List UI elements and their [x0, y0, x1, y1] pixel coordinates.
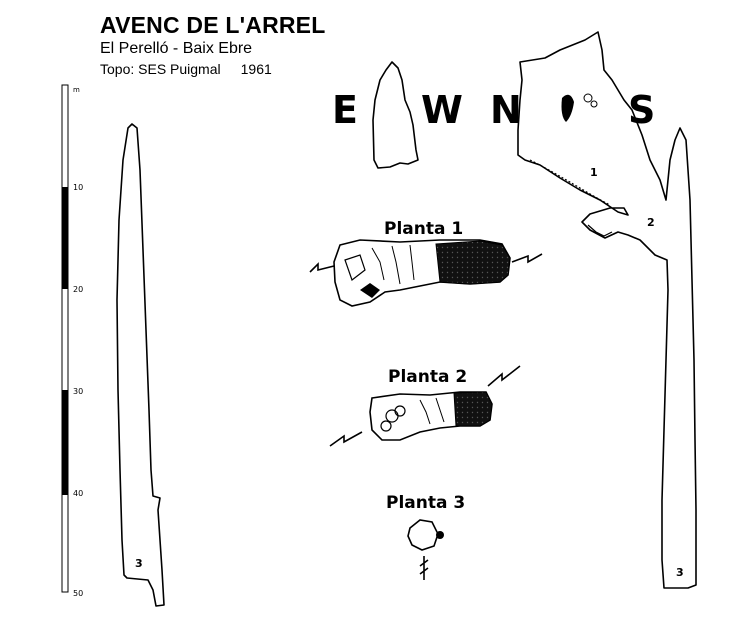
cave-location: El Perelló - Baix Ebre [100, 40, 253, 57]
survey-team: Topo: SES Puigmal [100, 61, 221, 77]
east-rock-1 [583, 93, 593, 103]
plan-1: Planta 1 [309, 219, 543, 307]
west-mark-3: 3 [135, 557, 143, 570]
east-mark-3: 3 [676, 566, 684, 579]
scale-tick-10: 10 [73, 183, 83, 192]
plan-2-axis-west [329, 431, 363, 447]
plan-2-slope-lines [419, 397, 445, 425]
scale-tick-50: 50 [73, 589, 83, 598]
east-section-outline [517, 31, 697, 589]
plan-2-rock-3 [380, 420, 392, 432]
east-section-slope [529, 159, 611, 206]
plan-2-label: Planta 2 [388, 367, 467, 387]
plan-3-outline [407, 519, 439, 551]
scale-tick-40: 40 [73, 489, 83, 498]
scale-tick-20: 20 [73, 285, 83, 294]
plan-1-dark-block [360, 283, 380, 298]
survey-credit: Topo: SES Puigmal 1961 [100, 61, 272, 77]
cave-title: AVENC DE L'ARREL [100, 12, 326, 38]
scale-segment-dark-2 [62, 390, 68, 495]
section-entrance-ew [372, 61, 419, 169]
scale-segment-dark-1 [62, 187, 68, 289]
plan-2-axis-east [487, 365, 521, 387]
scale-frame [61, 84, 69, 593]
orientation-e: E [332, 88, 358, 132]
plan-1-axis-east [511, 253, 543, 264]
east-mark-2: 2 [647, 216, 655, 229]
plan-1-shaded-zone [435, 240, 511, 285]
section-east: 1 2 3 [517, 31, 697, 589]
section-west: 3 [116, 123, 165, 607]
entrance-ew-outline [372, 61, 419, 169]
plan-2-shaded-zone [453, 391, 493, 427]
scale-tick-30: 30 [73, 387, 83, 396]
plan-3: Planta 3 [386, 493, 465, 580]
plan-3-label: Planta 3 [386, 493, 465, 513]
east-shaft-dark [561, 94, 574, 122]
orientation-n: N [490, 88, 522, 132]
plan-1-slope-lines [371, 244, 415, 285]
plan-1-axis-west [309, 262, 335, 273]
east-mark-1: 1 [590, 166, 598, 179]
orientation-letters: E W N S [332, 88, 655, 132]
plan-1-rock-block [344, 254, 366, 281]
east-section-block [587, 224, 613, 237]
survey-year: 1961 [240, 61, 272, 77]
plan-3-dark-spot [436, 531, 444, 539]
west-section-outline [116, 123, 165, 607]
plan-2: Planta 2 [329, 365, 521, 447]
east-rock-2 [590, 100, 598, 108]
plan-3-axis [419, 556, 429, 580]
depth-scale-bar: m 10 20 30 40 50 [61, 84, 83, 598]
plan-1-label: Planta 1 [384, 219, 463, 239]
scale-unit: m [73, 86, 80, 94]
orientation-w: W [421, 88, 463, 132]
plan-2-rock-2 [394, 405, 406, 417]
